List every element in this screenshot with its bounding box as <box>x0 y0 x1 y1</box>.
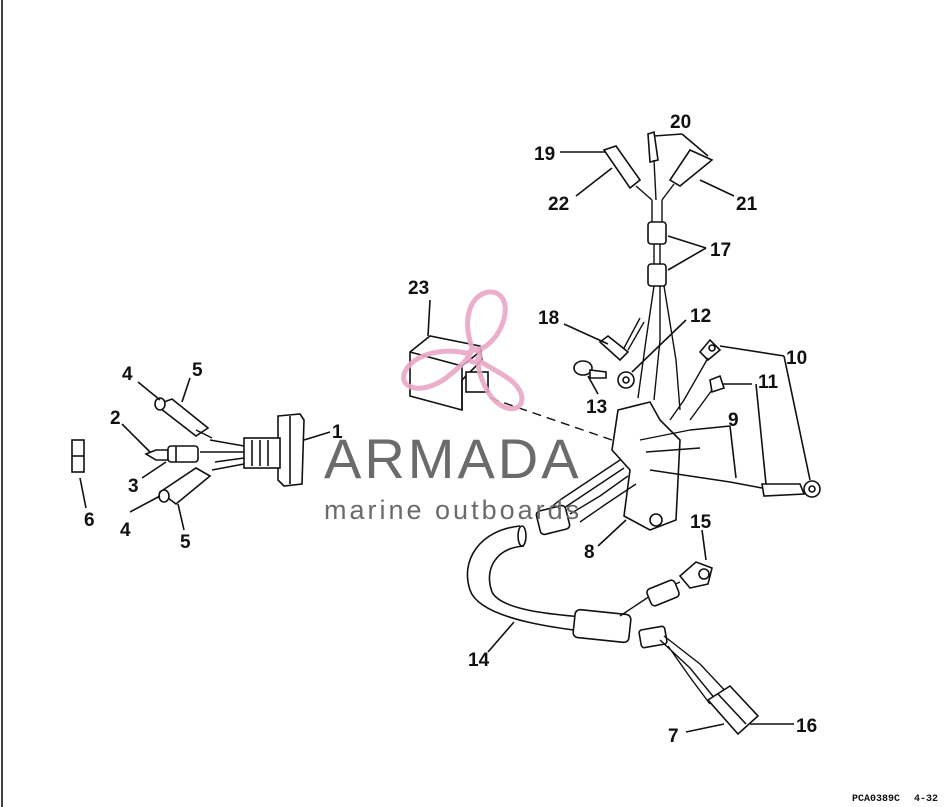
callout-7: 7 <box>668 726 679 747</box>
callout-labels: 1 2 3 4 4 5 5 6 7 8 9 10 11 12 13 14 15 … <box>84 112 817 747</box>
callout-21: 21 <box>736 194 758 215</box>
callout-5-lower: 5 <box>180 532 191 553</box>
callout-9: 9 <box>728 410 739 431</box>
watermark-tagline: marine outboards <box>324 495 582 525</box>
callout-2: 2 <box>110 408 121 429</box>
callout-17: 17 <box>710 240 731 261</box>
callout-20: 20 <box>670 112 691 133</box>
callout-15: 15 <box>690 512 712 533</box>
callout-10: 10 <box>786 348 807 369</box>
leader-lines <box>79 133 811 733</box>
callout-18: 18 <box>538 308 559 329</box>
callout-11: 11 <box>758 372 779 393</box>
callout-4-lower: 4 <box>120 520 131 541</box>
callout-5-upper: 5 <box>192 360 203 381</box>
nut-6 <box>71 439 85 473</box>
propeller-logo-icon <box>401 289 525 411</box>
callout-8: 8 <box>584 542 595 563</box>
terminal-male-middle <box>144 445 199 463</box>
callout-13: 13 <box>586 397 607 418</box>
callout-19: 19 <box>534 144 555 165</box>
callout-14: 14 <box>468 650 490 671</box>
callout-23: 23 <box>408 278 429 299</box>
connector-housing-assembly <box>200 413 305 487</box>
callout-6: 6 <box>84 510 95 531</box>
callout-1: 1 <box>332 422 343 443</box>
armada-watermark: ARMADA marine outboards <box>324 289 582 525</box>
reference-code: PCA0389C <box>852 794 900 805</box>
callout-22: 22 <box>548 194 569 215</box>
main-harness <box>466 130 821 736</box>
terminal-sleeve-lower <box>158 467 212 506</box>
callout-16: 16 <box>796 716 817 737</box>
callout-12: 12 <box>690 306 711 327</box>
page-ref: 4-32 <box>914 794 938 805</box>
callout-4-upper: 4 <box>122 364 133 385</box>
watermark-brand: ARMADA <box>324 427 582 490</box>
terminal-sleeve-upper <box>154 397 213 439</box>
callout-3: 3 <box>128 476 139 497</box>
